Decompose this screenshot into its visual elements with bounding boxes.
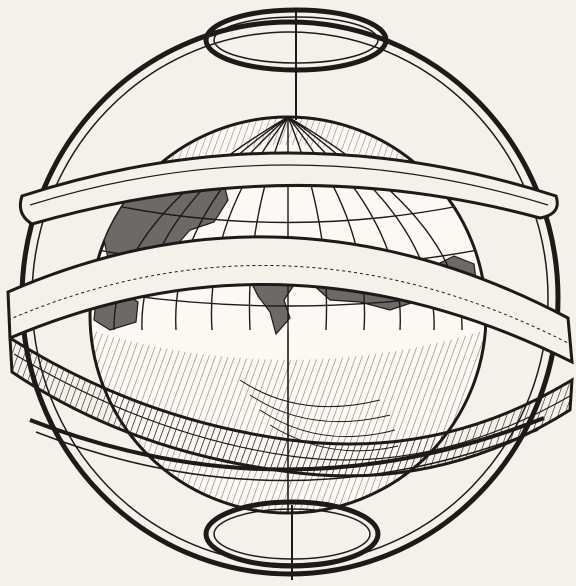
armillary-sphere-illustration [0,0,576,586]
engraving-canvas [0,0,576,586]
